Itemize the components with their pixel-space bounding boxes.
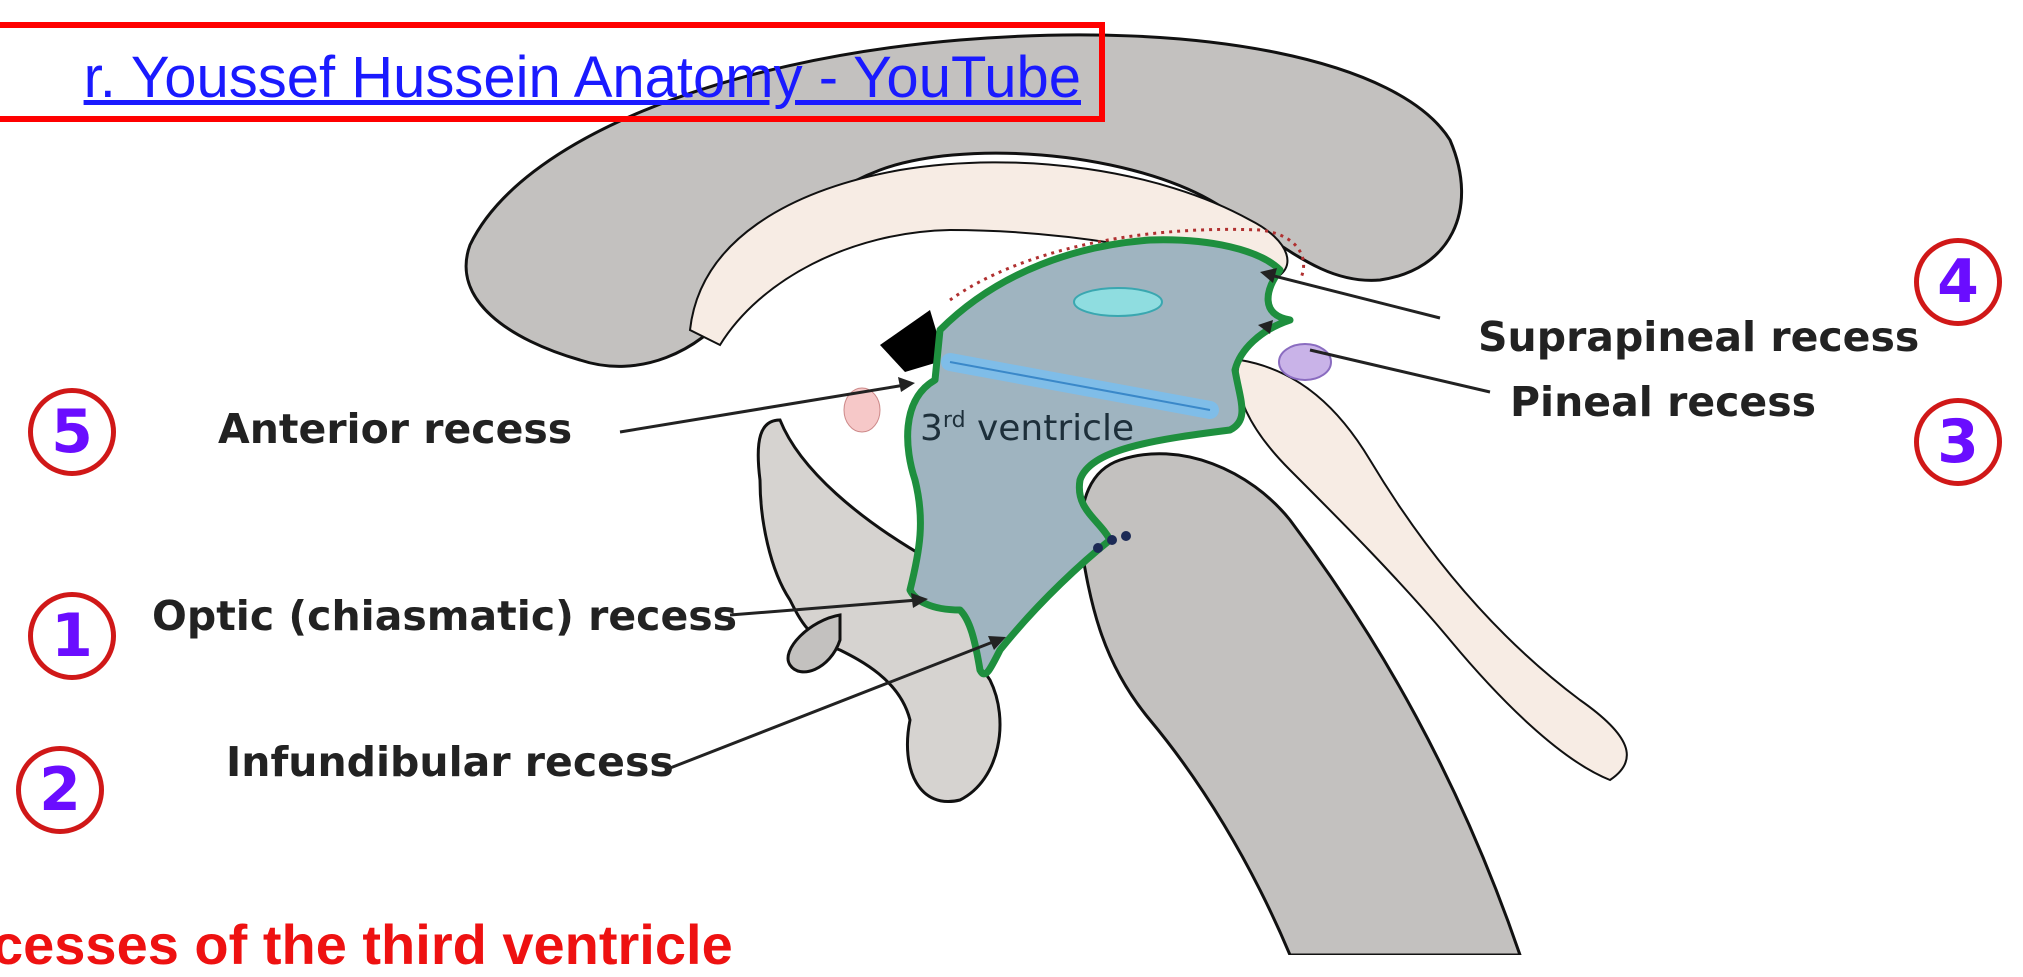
badge-infundibular: 2 (16, 746, 104, 834)
pineal-gland (1279, 344, 1331, 380)
youtube-link[interactable]: r. Youssef Hussein Anatomy - YouTube (84, 44, 1081, 111)
third-ventricle-label: 3rd ventricle (920, 408, 1134, 449)
label-anterior-recess: Anterior recess (218, 405, 572, 453)
brainstem (1080, 454, 1520, 955)
slide-caption: cesses of the third ventricle (0, 912, 733, 977)
mammillary-dot (1107, 535, 1117, 545)
badge-pineal: 3 (1914, 398, 2002, 486)
label-optic-recess: Optic (chiasmatic) recess (152, 592, 737, 640)
ventricle-word: ventricle (966, 408, 1135, 449)
ventricle-ordinal: rd (943, 408, 966, 433)
youtube-link-box: r. Youssef Hussein Anatomy - YouTube (0, 22, 1105, 122)
mammillary-dot (1121, 531, 1131, 541)
label-infundibular-recess: Infundibular recess (226, 738, 674, 786)
ventricle-number: 3 (920, 408, 943, 449)
brain-sagittal-diagram (0, 0, 2023, 955)
badge-suprapineal: 4 (1914, 238, 2002, 326)
label-suprapineal-recess: Suprapineal recess (1478, 313, 1919, 361)
optic-chiasm (788, 615, 840, 672)
badge-anterior: 5 (28, 388, 116, 476)
label-pineal-recess: Pineal recess (1510, 378, 1816, 426)
badge-optic: 1 (28, 592, 116, 680)
mammillary-dot (1093, 543, 1103, 553)
interthalamic-adhesion (1074, 288, 1162, 316)
